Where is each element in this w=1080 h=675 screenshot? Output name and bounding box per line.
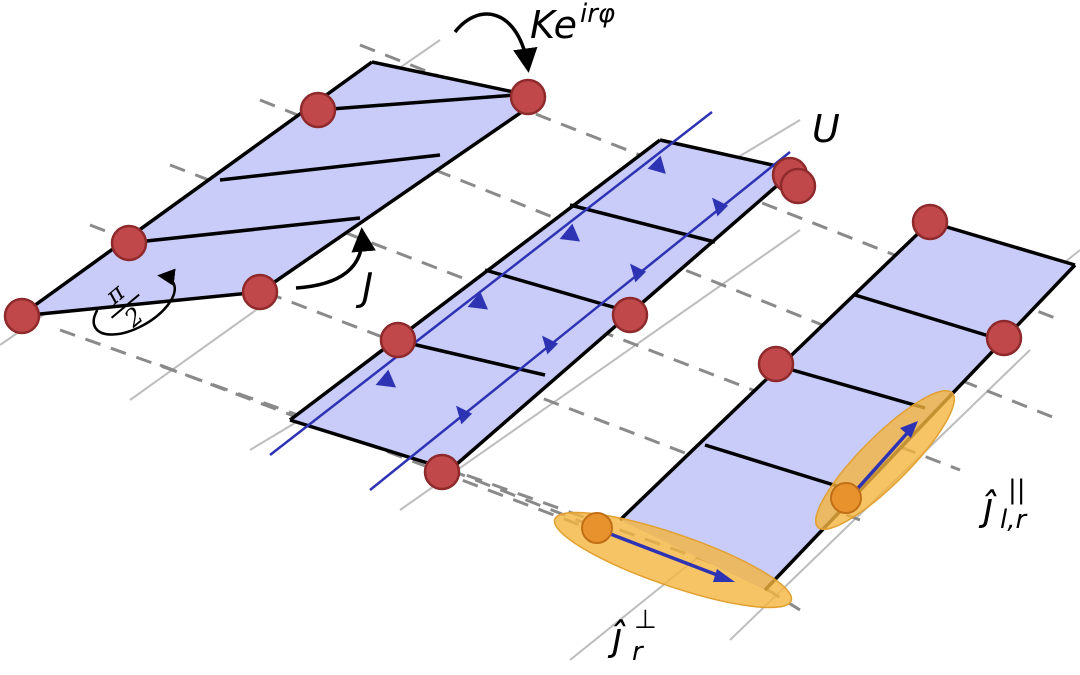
hopping-j-arrow xyxy=(295,227,376,290)
current-arrow-up-4 xyxy=(712,197,729,217)
current-arrow-down-1 xyxy=(647,155,666,174)
lattice-sites xyxy=(3,78,1023,491)
current-parallel-label-sub: l,r xyxy=(1000,505,1028,535)
site xyxy=(110,224,148,262)
site xyxy=(423,453,461,491)
current-parallel-label-base: ĵ xyxy=(978,485,997,529)
hopping-j-label: J xyxy=(355,265,373,309)
site xyxy=(299,91,337,129)
site xyxy=(241,273,279,311)
current-perp-label-sub: r xyxy=(632,637,645,667)
site xyxy=(985,319,1023,357)
site xyxy=(3,297,41,335)
current-perp-label-sup: ⊥ xyxy=(634,605,657,635)
site xyxy=(509,78,547,116)
current-arrow-up-1 xyxy=(456,405,473,425)
hopping-k-label-base: Ke xyxy=(530,3,577,47)
chiral-currents xyxy=(269,111,791,491)
current-arrow-up-2 xyxy=(542,335,559,355)
current-operator-perp xyxy=(553,511,793,609)
hopping-k-label-exp: irφ xyxy=(580,0,615,29)
current-arrow-down-2 xyxy=(559,223,581,242)
current-perp-label-base: ĵ xyxy=(607,615,626,659)
ladder-middle-plaquettes xyxy=(290,140,795,470)
ladder-left xyxy=(18,60,543,318)
current-arrow-up-3 xyxy=(630,263,647,283)
ladder-left-rail-inner xyxy=(259,96,543,294)
ladder-middle-rail-outer xyxy=(288,138,662,422)
interaction-u-label: U xyxy=(812,107,840,151)
current-operator-parallel xyxy=(814,389,956,531)
current-arrow-down-4 xyxy=(375,369,397,388)
site xyxy=(379,321,417,359)
site xyxy=(757,345,795,383)
ladder-left-plaquettes xyxy=(20,62,542,316)
current-parallel-label-sup: || xyxy=(1008,475,1026,505)
ladder-right-plaquettes xyxy=(620,222,1075,590)
ladder-middle xyxy=(288,138,797,472)
site xyxy=(611,296,649,334)
site xyxy=(911,203,949,241)
current-arrow-down-3 xyxy=(467,291,489,310)
hopping-k-arrow xyxy=(453,12,538,73)
site xyxy=(779,167,817,205)
